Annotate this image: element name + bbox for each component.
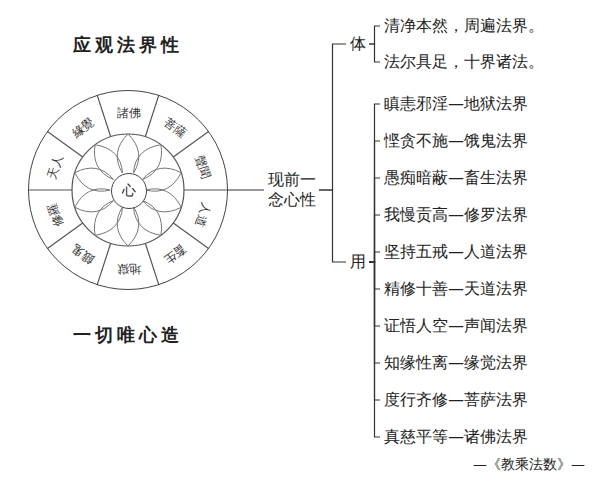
realm-sector: 諸佛 bbox=[117, 107, 141, 119]
lotus-petal bbox=[143, 168, 182, 191]
node-text: 体 bbox=[350, 34, 366, 54]
sector-divider bbox=[28, 189, 72, 190]
realm-sector: 人道 bbox=[194, 202, 213, 229]
bracket-connector bbox=[369, 141, 380, 262]
realm-sector: 天人 bbox=[45, 154, 64, 181]
node-text: 諸佛 bbox=[117, 107, 141, 119]
leaf-node: 坚持五戒—人道法界 bbox=[384, 242, 528, 262]
wheel-heading: 一切唯心造 bbox=[73, 323, 183, 347]
bracket-connector bbox=[228, 189, 264, 190]
bracket-connector bbox=[369, 44, 380, 62]
wheel-heading: 应观法界性 bbox=[73, 33, 183, 57]
sector-divider bbox=[145, 95, 159, 137]
node-text: 悭贪不施—饿鬼法界 bbox=[384, 131, 528, 151]
inner-ring bbox=[72, 134, 184, 246]
node-text: 真慈平等—诸佛法界 bbox=[384, 427, 528, 447]
node-text: 餓鬼 bbox=[70, 242, 96, 266]
node-text: 心 bbox=[122, 182, 136, 200]
sector-divider bbox=[145, 243, 159, 285]
node-text: 畜生 bbox=[162, 242, 188, 266]
bracket-connector bbox=[319, 44, 346, 190]
node-text: 精修十善—天道法界 bbox=[384, 279, 528, 299]
leaf-node: 证悟人空—声闻法界 bbox=[384, 316, 528, 336]
bracket-connector bbox=[369, 262, 380, 437]
leaf-node: 知缘性离—缘觉法界 bbox=[384, 353, 528, 373]
lotus-petal bbox=[143, 189, 182, 212]
node-text: 人道 bbox=[194, 202, 213, 229]
leaf-node: 瞋恚邪淫—地狱法界 bbox=[384, 94, 528, 114]
branch-node: 用 bbox=[350, 252, 366, 272]
node-text: 菩薩 bbox=[162, 116, 188, 140]
leaf-node: 真慈平等—诸佛法界 bbox=[384, 427, 528, 447]
bracket-connector bbox=[369, 215, 380, 262]
leaf-node: 悭贪不施—饿鬼法界 bbox=[384, 131, 528, 151]
realm-sector: 緣覺 bbox=[70, 116, 96, 140]
node-text: 瞋恚邪淫—地狱法界 bbox=[384, 94, 528, 114]
node-text: 緣覺 bbox=[70, 116, 96, 140]
node-text: 清净本然，周遍法界。 bbox=[384, 16, 544, 36]
node-text: 法尔具足，十界诸法。 bbox=[384, 52, 544, 72]
node-text: 聲聞 bbox=[194, 154, 213, 181]
node-text: 坚持五戒—人道法界 bbox=[384, 242, 528, 262]
source-caption: —《教乘法数》— bbox=[473, 456, 585, 474]
realm-sector: 餓鬼 bbox=[70, 242, 96, 266]
lotus-petal bbox=[75, 189, 114, 212]
node-text: 用 bbox=[350, 252, 366, 272]
lotus-petal bbox=[117, 207, 139, 246]
node-text: 我慢贡高—修罗法界 bbox=[384, 205, 528, 225]
dharma-wheel: 应观法界性一切唯心造心諸佛菩薩聲聞人道畜生地獄餓鬼修羅天人緣覺 bbox=[28, 90, 228, 290]
branch-node: 体 bbox=[350, 34, 366, 54]
bracket-connector bbox=[369, 26, 380, 44]
realm-sector: 地獄 bbox=[117, 263, 141, 275]
realm-sector: 修羅 bbox=[45, 202, 64, 229]
sector-divider bbox=[184, 189, 228, 190]
leaf-node: 清净本然，周遍法界。 bbox=[384, 16, 544, 36]
node-text: 愚痴暗蔽—畜生法界 bbox=[384, 168, 528, 188]
leaf-node: 法尔具足，十界诸法。 bbox=[384, 52, 544, 72]
node-text: 地獄 bbox=[117, 263, 141, 275]
node-text: 度行齐修—菩萨法界 bbox=[384, 390, 528, 410]
bracket-connector bbox=[369, 178, 380, 262]
lotus-petal bbox=[117, 134, 139, 173]
leaf-node: 我慢贡高—修罗法界 bbox=[384, 205, 528, 225]
node-text: 天人 bbox=[45, 154, 64, 181]
bracket-connector bbox=[319, 190, 346, 262]
realm-sector: 聲聞 bbox=[194, 154, 213, 181]
bracket-connector bbox=[369, 252, 380, 262]
node-text: 修羅 bbox=[45, 202, 64, 229]
node-text: 证悟人空—声闻法界 bbox=[384, 316, 528, 336]
sector-divider bbox=[97, 243, 111, 285]
bracket-connector bbox=[369, 104, 380, 262]
realm-sector: 畜生 bbox=[162, 242, 188, 266]
leaf-node: 愚痴暗蔽—畜生法界 bbox=[384, 168, 528, 188]
leaf-node: 度行齐修—菩萨法界 bbox=[384, 390, 528, 410]
lotus-petal bbox=[75, 168, 114, 191]
lotus-petal bbox=[94, 145, 122, 180]
node-text: 现前一念心性 bbox=[268, 170, 316, 210]
leaf-node: 精修十善—天道法界 bbox=[384, 279, 528, 299]
root-node: 现前一念心性 bbox=[268, 170, 316, 210]
sector-divider bbox=[97, 95, 111, 137]
wheel-strokes bbox=[28, 95, 228, 285]
node-text: 知缘性离—缘觉法界 bbox=[384, 353, 528, 373]
realm-sector: 菩薩 bbox=[162, 116, 188, 140]
mind-center: 心 bbox=[111, 173, 147, 209]
